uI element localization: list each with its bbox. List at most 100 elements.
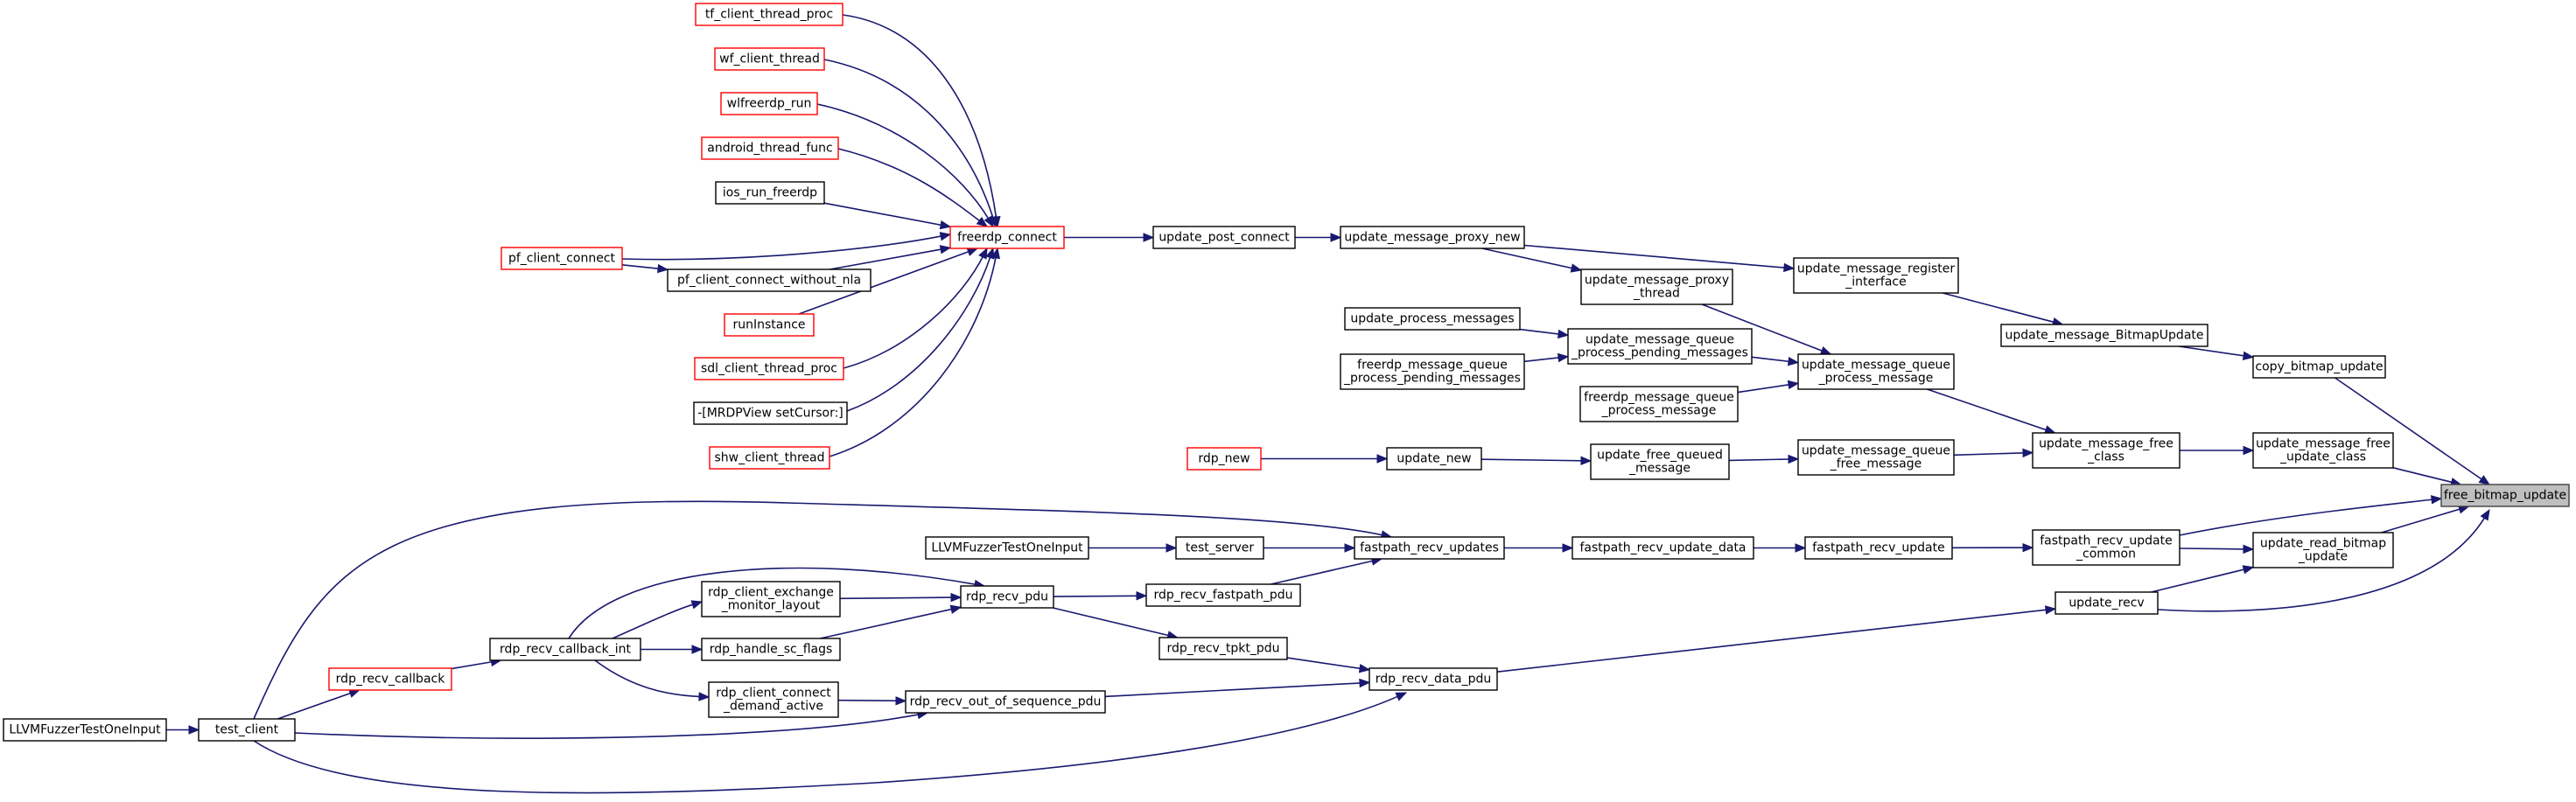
node-update_message_proxy_thread[interactable]: update_message_proxy_thread <box>1580 268 1733 305</box>
edge-arrowhead <box>949 604 962 614</box>
node-freerdp_message_queue_process_pending_messages[interactable]: freerdp_message_queue_process_pending_me… <box>1340 353 1525 390</box>
node-rdp_recv_out_of_sequence_pdu[interactable]: rdp_recv_out_of_sequence_pdu <box>905 690 1106 714</box>
node-label: fastpath_recv_update <box>1812 541 1945 555</box>
node-copy_bitmap_update[interactable]: copy_bitmap_update <box>2252 355 2386 379</box>
node-label: rdp_recv_pdu <box>966 590 1048 604</box>
node-update_message_register_interface[interactable]: update_message_register_interface <box>1793 257 1959 294</box>
edge-arrowhead <box>2430 495 2443 505</box>
node-update_message_free_update_class[interactable]: update_message_free_update_class <box>2252 432 2394 469</box>
node-box <box>1797 353 1955 390</box>
node-label: update_message_proxy <box>1585 274 1729 288</box>
node-fastpath_recv_updates[interactable]: fastpath_recv_updates <box>1354 536 1505 560</box>
node-update_recv[interactable]: update_recv <box>2054 591 2159 615</box>
edge-line <box>1927 388 2048 431</box>
node-label: LLVMFuzzerTestOneInput <box>931 541 1083 555</box>
node-wf_client_thread[interactable]: wf_client_thread <box>714 47 825 71</box>
node-label: update_free_queued <box>1597 449 1723 463</box>
node-update_message_proxy_new[interactable]: update_message_proxy_new <box>1340 226 1525 249</box>
node-label: _class <box>2087 450 2124 464</box>
node-MRDPView_setCursor[interactable]: -[MRDPView setCursor:] <box>693 401 848 425</box>
node-update_free_queued_message[interactable]: update_free_queued_message <box>1590 443 1730 480</box>
node-ios_run_freerdp[interactable]: ios_run_freerdp <box>715 181 825 205</box>
node-LLVMFuzzerTestOneInput_server[interactable]: LLVMFuzzerTestOneInput <box>925 536 1089 560</box>
call-edge-wlfreerdp_run-to-freerdp_connect <box>816 103 994 228</box>
node-box <box>1386 447 1482 471</box>
node-rdp_new[interactable]: rdp_new <box>1186 447 1262 471</box>
edge-line <box>1104 682 1362 698</box>
node-label: _process_pending_messages <box>1571 346 1748 360</box>
node-box <box>2054 591 2159 615</box>
node-update_message_queue_process_message[interactable]: update_message_queue_process_message <box>1797 353 1955 390</box>
node-box <box>960 585 1054 609</box>
edge-arrowhead <box>978 247 988 260</box>
node-box <box>1572 536 1754 560</box>
node-label: runInstance <box>732 318 805 332</box>
node-sdl_client_thread_proc[interactable]: sdl_client_thread_proc <box>694 357 844 380</box>
edge-arrowhead <box>2022 542 2034 553</box>
edge-line <box>846 255 991 412</box>
call-edge-freerdp_message_queue_process_message-to-update_message_queue_process_message <box>1737 380 1800 394</box>
node-label: tf_client_thread_proc <box>705 8 833 22</box>
node-rdp_recv_pdu[interactable]: rdp_recv_pdu <box>960 585 1054 609</box>
call-edge-runInstance-to-freerdp_connect <box>798 248 979 315</box>
node-freerdp_message_queue_process_message[interactable]: freerdp_message_queue_process_message <box>1579 386 1739 422</box>
node-update_message_BitmapUpdate[interactable]: update_message_BitmapUpdate <box>2000 324 2208 347</box>
node-rdp_client_connect_demand_active[interactable]: rdp_client_connect_demand_active <box>708 681 839 718</box>
edge-line <box>820 608 954 639</box>
node-pf_client_connect_without_nla[interactable]: pf_client_connect_without_nla <box>667 268 872 292</box>
node-rdp_handle_sc_flags[interactable]: rdp_handle_sc_flags <box>701 638 841 661</box>
call-edge-update_message_register_interface-to-update_message_BitmapUpdate <box>1942 292 2064 327</box>
call-edge-rdp_recv_callback_int-to-rdp_client_connect_demand_active <box>594 659 710 701</box>
node-label: update_message_BitmapUpdate <box>2005 329 2203 343</box>
node-label: copy_bitmap_update <box>2255 360 2383 374</box>
node-rdp_recv_fastpath_pdu[interactable]: rdp_recv_fastpath_pdu <box>1145 583 1301 607</box>
edge-arrowhead <box>1557 352 1570 363</box>
edge-arrowhead <box>976 216 989 227</box>
call-edge-copy_bitmap_update-to-free_bitmap_update <box>2334 377 2491 485</box>
edge-arrowhead <box>691 645 704 654</box>
node-test_server[interactable]: test_server <box>1175 536 1264 560</box>
node-android_thread_func[interactable]: android_thread_func <box>701 136 839 160</box>
node-freerdp_connect[interactable]: freerdp_connect <box>949 226 1065 249</box>
node-rdp_recv_data_pdu[interactable]: rdp_recv_data_pdu <box>1368 667 1498 691</box>
edge-arrowhead <box>1787 357 1800 366</box>
node-box <box>701 581 841 617</box>
node-rdp_recv_tpkt_pdu[interactable]: rdp_recv_tpkt_pdu <box>1158 637 1288 660</box>
edge-arrowhead <box>2480 508 2490 521</box>
node-fastpath_recv_update[interactable]: fastpath_recv_update <box>1804 536 1953 560</box>
node-box <box>2252 532 2394 568</box>
node-wlfreerdp_run[interactable]: wlfreerdp_run <box>720 92 818 115</box>
node-label: update_message_queue <box>1802 359 1950 373</box>
node-box <box>328 667 452 691</box>
node-update_new[interactable]: update_new <box>1386 447 1482 471</box>
node-update_read_bitmap_update[interactable]: update_read_bitmap_update <box>2252 532 2394 568</box>
edge-arrowhead <box>1819 345 1832 355</box>
node-runInstance[interactable]: runInstance <box>724 313 815 337</box>
node-tf_client_thread_proc[interactable]: tf_client_thread_proc <box>695 3 844 26</box>
node-label: -[MRDPView setCursor:] <box>697 407 844 421</box>
node-update_message_free_class[interactable]: update_message_free_class <box>2032 432 2180 469</box>
node-rdp_recv_callback_int[interactable]: rdp_recv_callback_int <box>489 638 641 661</box>
node-box <box>905 690 1106 714</box>
node-free_bitmap_update[interactable]: free_bitmap_update <box>2440 484 2570 507</box>
node-rdp_client_exchange_monitor_layout[interactable]: rdp_client_exchange_monitor_layout <box>701 581 841 617</box>
node-rdp_recv_callback[interactable]: rdp_recv_callback <box>328 667 452 691</box>
node-shw_client_thread[interactable]: shw_client_thread <box>709 446 830 470</box>
node-test_client[interactable]: test_client <box>198 718 296 742</box>
node-box <box>695 3 844 26</box>
node-label: _update <box>2298 550 2348 564</box>
node-label: fastpath_recv_updates <box>1360 541 1499 555</box>
node-pf_client_connect[interactable]: pf_client_connect <box>500 247 623 270</box>
node-update_message_queue_process_pending_messages[interactable]: update_message_queue_process_pending_mes… <box>1567 328 1753 365</box>
node-LLVMFuzzerTestOneInput_client[interactable]: LLVMFuzzerTestOneInput <box>3 718 167 742</box>
edge-line <box>1496 609 2048 673</box>
edge-arrowhead <box>1358 664 1371 673</box>
node-update_process_messages[interactable]: update_process_messages <box>1344 307 1521 331</box>
node-fastpath_recv_update_data[interactable]: fastpath_recv_update_data <box>1572 536 1754 560</box>
node-update_post_connect[interactable]: update_post_connect <box>1152 226 1296 249</box>
node-update_message_queue_free_message[interactable]: update_message_queue_free_message <box>1797 439 1955 476</box>
node-label: _common <box>2076 547 2136 561</box>
node-fastpath_recv_update_common[interactable]: fastpath_recv_update_common <box>2032 529 2180 566</box>
node-label: freerdp_connect <box>957 231 1057 245</box>
node-box <box>3 718 167 742</box>
